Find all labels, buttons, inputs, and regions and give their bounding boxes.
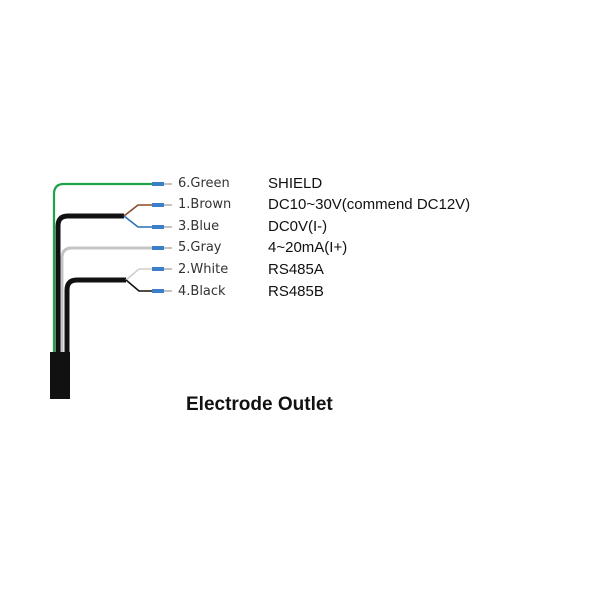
black-wire (125, 279, 152, 292)
green-wire (52, 182, 152, 352)
gray-terminal (152, 246, 164, 250)
wire-label-blue: 3.Blue (178, 219, 220, 234)
function-label-shield: SHIELD (268, 175, 323, 192)
black-terminal (152, 289, 164, 293)
function-label-rs485b: RS485B (268, 283, 324, 300)
function-label-power: DC10~30V(commend DC12V) (268, 196, 471, 213)
wire-label-brown: 1.Brown (178, 197, 232, 212)
upper-jacket (55, 213, 124, 352)
function-label-rs485a: RS485A (268, 261, 324, 278)
wire-label-black: 4.Black (178, 284, 226, 299)
wire-label-gray: 5.Gray (178, 240, 222, 255)
brown-terminal (152, 203, 164, 207)
diagram-caption: Electrode Outlet (186, 394, 333, 415)
brown-wire (123, 204, 152, 217)
white-wire (125, 268, 152, 281)
blue-terminal (152, 225, 164, 229)
wire-label-green: 6.Green (178, 176, 230, 191)
white-terminal (152, 267, 164, 271)
wire-label-white: 2.White (178, 262, 229, 277)
cable-body (50, 352, 70, 399)
function-label-ground: DC0V(I-) (268, 218, 328, 235)
blue-wire (123, 215, 152, 228)
lower-jacket (64, 277, 126, 352)
function-label-current: 4~20mA(I+) (268, 239, 348, 256)
green-terminal (152, 182, 164, 186)
gray-wire (60, 246, 152, 352)
